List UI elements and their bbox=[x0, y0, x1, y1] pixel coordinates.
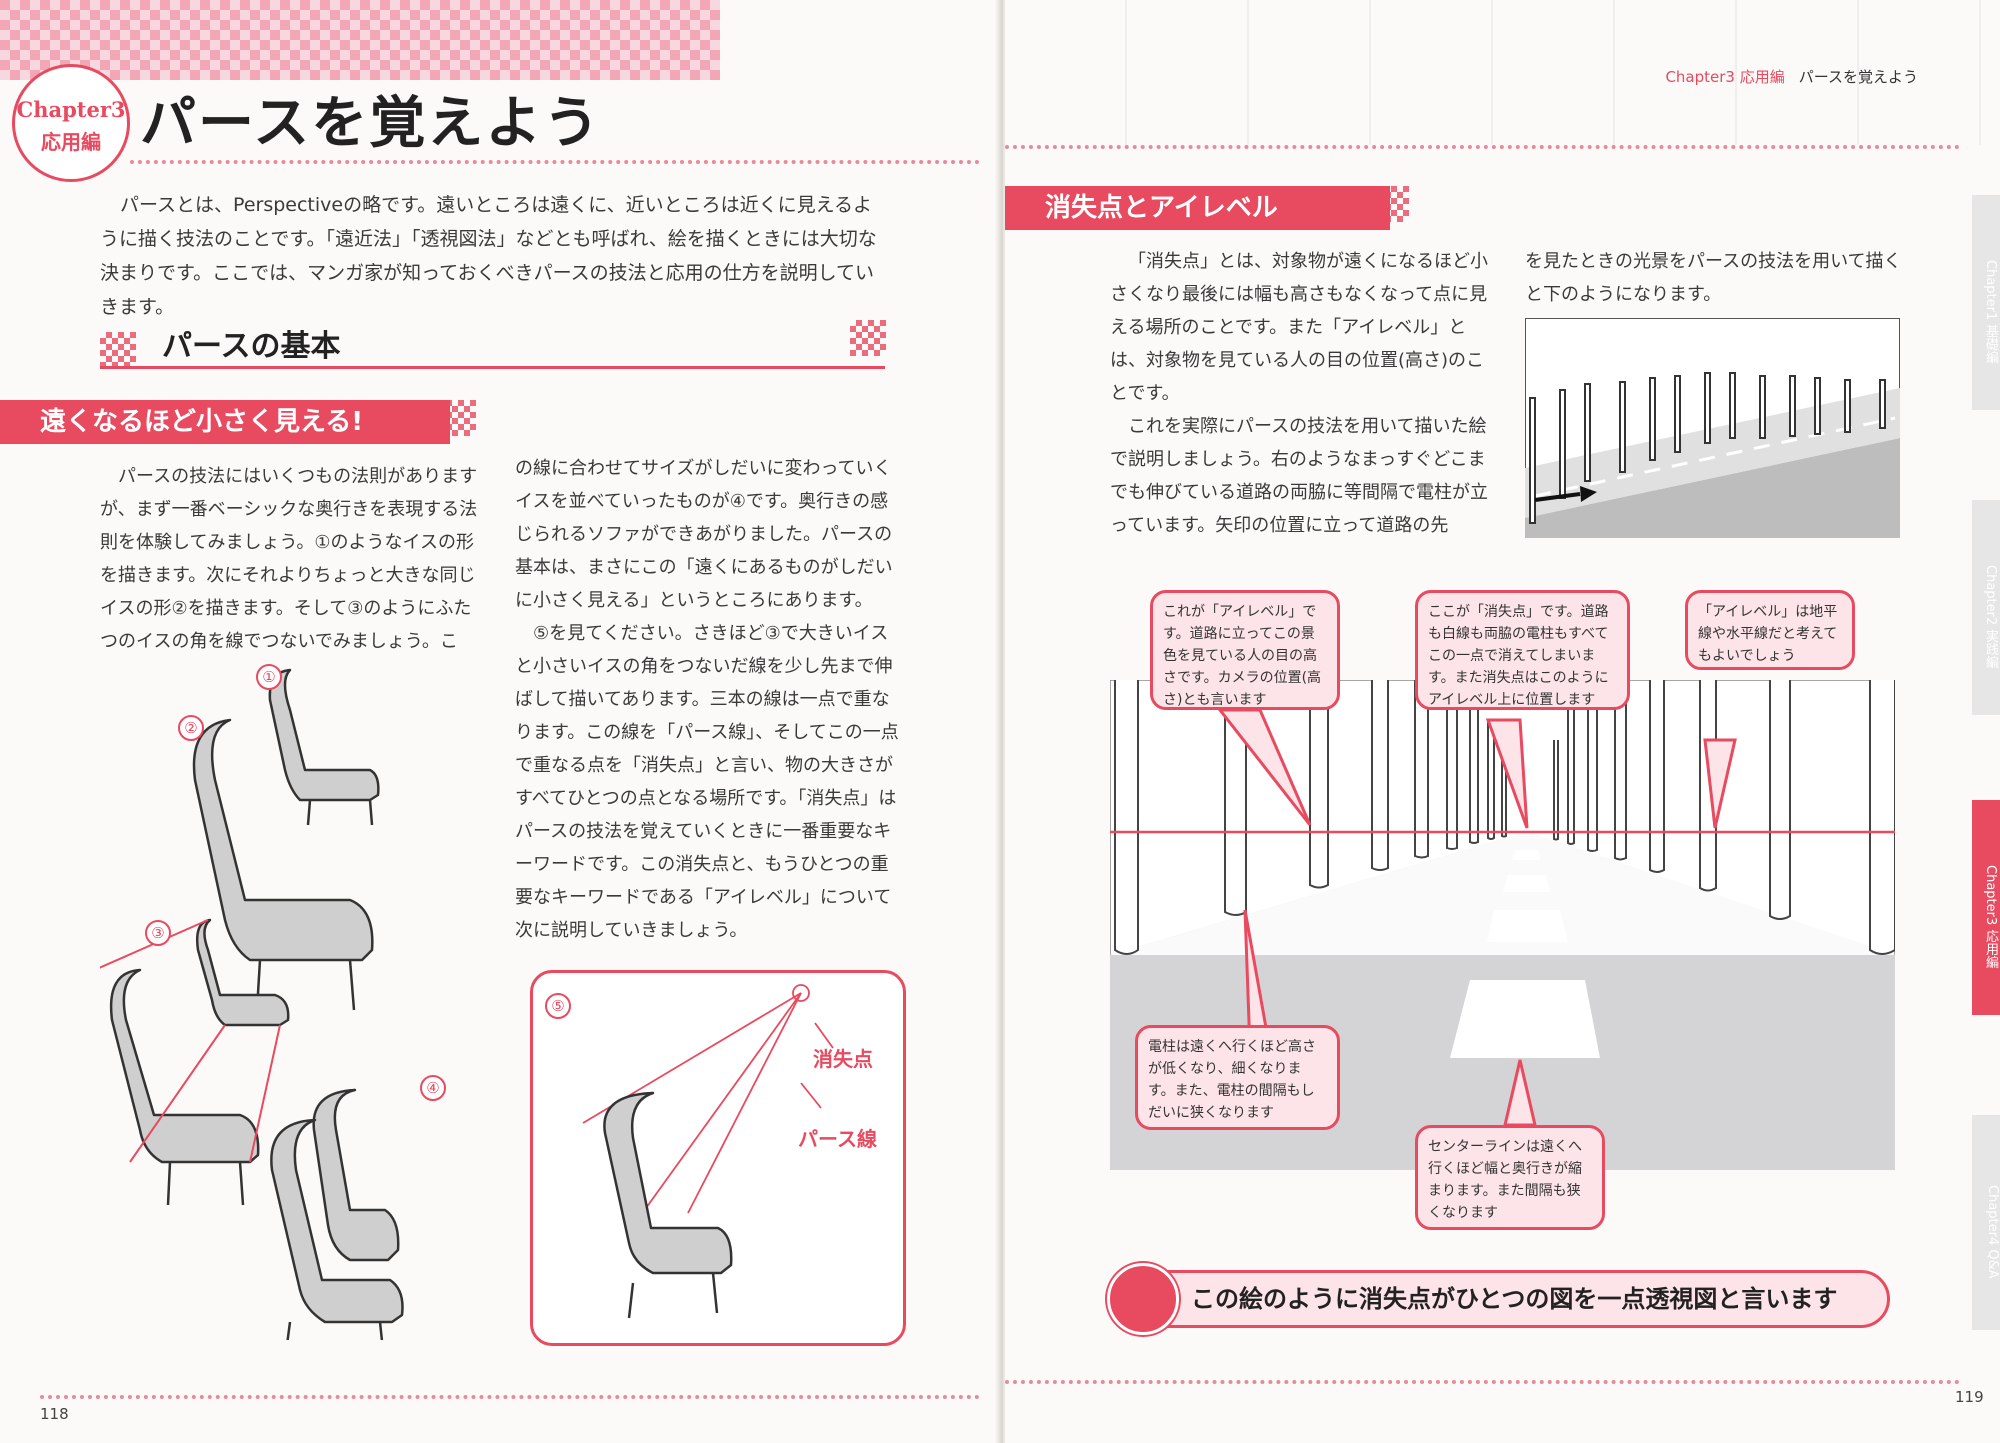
road-thumbnail bbox=[1525, 318, 1900, 538]
check-point-hand-icon bbox=[1107, 1263, 1179, 1335]
header-breadcrumb: Chapter3 応用編パースを覚えよう bbox=[1665, 66, 1918, 87]
subsection-heading: 遠くなるほど小さく見える! bbox=[0, 400, 450, 444]
page-title: パースを覚えよう bbox=[140, 91, 602, 156]
header-title: パースを覚えよう bbox=[1798, 68, 1918, 86]
utility-poles bbox=[1114, 680, 1895, 955]
section-checker-icon-vp bbox=[1373, 186, 1409, 222]
column-1-text: パースの技法にはいくつもの法則がありますが、まず一番ベーシックな奥行きを表現する… bbox=[100, 466, 478, 652]
check-point-banner: この絵のように消失点がひとつの図を一点透視図と言います bbox=[1107, 1263, 1890, 1335]
sofa-4 bbox=[270, 1118, 404, 1324]
header-dotted-rule bbox=[130, 160, 980, 164]
right-page: Chapter3 応用編パースを覚えよう 消失点とアイレベル 「消失点」とは、対… bbox=[1005, 0, 2000, 1443]
side-tab-chapter2[interactable]: Chapter2 実践編 bbox=[1972, 500, 2000, 715]
page-number-right: 119 bbox=[1955, 1388, 1984, 1406]
header-comic-strip bbox=[1005, 0, 2000, 145]
callout-horizon: 「アイレベル」は地平線や水平線だと考えてもよいでしょう bbox=[1685, 590, 1855, 670]
chapter-badge-line1: Chapter3 bbox=[16, 97, 126, 122]
chair-3-small bbox=[196, 918, 290, 1027]
section-checker-icon bbox=[100, 332, 136, 368]
figure-number-5: ⑤ bbox=[545, 993, 571, 1019]
side-tab-chapter1[interactable]: Chapter1 基礎編 bbox=[1972, 195, 2000, 410]
chair-2 bbox=[192, 718, 374, 962]
position-arrow-icon bbox=[1534, 486, 1597, 502]
column-3-text: ⑤を見てください。さきほど③で大きいイスと小さいイスの角をつないだ線を少し先まで… bbox=[515, 623, 899, 941]
chair-illustration bbox=[100, 668, 404, 1340]
callout-vanishing-point: ここが「消失点」です。道路も白線も両脇の電柱もすべてこの一点で消えてしまいます。… bbox=[1415, 590, 1630, 710]
figure-5-drawing bbox=[582, 984, 834, 1319]
section-checker-icon-right bbox=[850, 320, 886, 356]
figure-number-2: ② bbox=[178, 715, 204, 741]
chair-1 bbox=[268, 668, 380, 802]
right-column-1-text: 「消失点」とは、対象物が遠くになるほど小さくなり最後には幅も高さもなくなって点に… bbox=[1110, 251, 1488, 404]
column-2-text: の線に合わせてサイズがしだいに変わっていくイスを並べていったものが④です。奥行き… bbox=[515, 458, 893, 611]
section-heading-vanishing-point: 消失点とアイレベル bbox=[1005, 186, 1390, 230]
page-number-left: 118 bbox=[40, 1405, 69, 1423]
callout-center-line: センターラインは遠くへ行くほど幅と奥行きが縮まります。また間隔も狭くなります bbox=[1415, 1125, 1605, 1230]
vanishing-point-label: 消失点 bbox=[813, 1047, 873, 1071]
subsection-checker-icon bbox=[440, 400, 476, 436]
center-line-dashes bbox=[1450, 850, 1600, 1058]
figure-number-4: ④ bbox=[420, 1075, 446, 1101]
header-chapter: Chapter3 応用編 bbox=[1665, 68, 1785, 86]
callout-eye-level: これが「アイレベル」です。道路に立ってこの景色を見ている人の目の高さです。カメラ… bbox=[1150, 590, 1340, 710]
intro-paragraph: パースとは、Perspectiveの略です。遠いところは遠くに、近いところは近く… bbox=[100, 194, 877, 318]
header-mosaic bbox=[0, 0, 720, 80]
footer-dotted-rule-right bbox=[1005, 1380, 1960, 1384]
perspective-line-label: パース線 bbox=[798, 1127, 877, 1151]
chapter-badge: Chapter3 応用編 bbox=[12, 64, 130, 182]
left-page: Chapter3 応用編 パースを覚えよう パースとは、Perspectiveの… bbox=[0, 0, 980, 1423]
header-dotted-rule-right bbox=[1005, 145, 1960, 149]
chapter-badge-line2: 応用編 bbox=[41, 130, 101, 154]
side-tab-chapter4[interactable]: Chapter4 Q&A bbox=[1972, 1115, 2000, 1330]
footer-dotted-rule bbox=[40, 1395, 980, 1399]
right-column-1b-text: これを実際にパースの技法を用いて描いた絵で説明しましょう。右のようなまっすぐどこ… bbox=[1110, 416, 1488, 536]
figure-number-3: ③ bbox=[145, 920, 171, 946]
side-tab-chapter3[interactable]: Chapter3 応用編 bbox=[1972, 800, 2000, 1015]
callout-poles: 電柱は遠くへ行くほど高さが低くなり、細くなります。また、電柱の間隔もしだいに狭く… bbox=[1135, 1025, 1340, 1130]
figure-number-1: ① bbox=[256, 664, 282, 690]
section-heading-basics: パースの基本 bbox=[100, 325, 885, 369]
check-point-text: この絵のように消失点がひとつの図を一点透視図と言います bbox=[1191, 1285, 1838, 1313]
figure-5-box: ⑤ 消失点 パース線 bbox=[530, 970, 906, 1346]
right-column-2-text: を見たときの光景をパースの技法を用いて描くと下のようになります。 bbox=[1525, 251, 1902, 305]
